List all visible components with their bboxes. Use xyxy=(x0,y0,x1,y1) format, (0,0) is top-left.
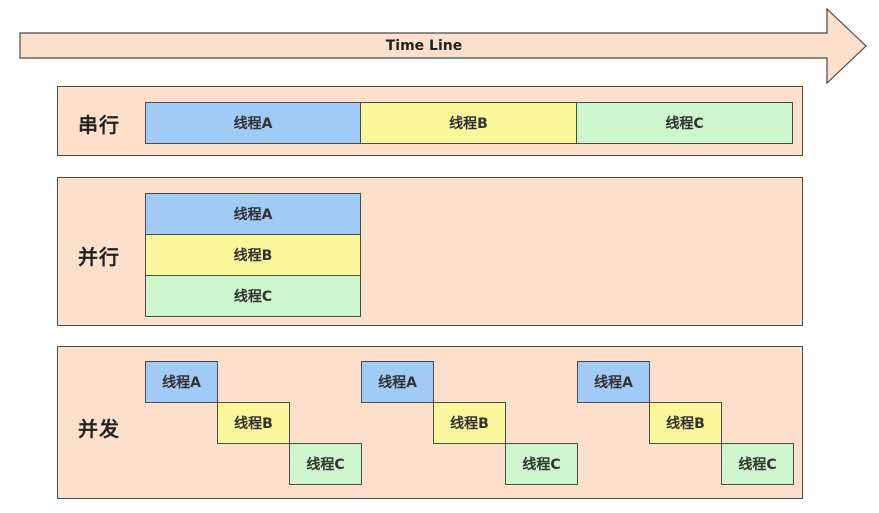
concurrent-g1-thread-c: 线程C xyxy=(289,443,362,485)
serial-thread-b: 线程B xyxy=(360,102,577,144)
concurrent-g2-thread-b: 线程B xyxy=(433,402,506,444)
serial-panel: 串行 线程A 线程B 线程C xyxy=(57,86,803,156)
concurrent-g2-thread-a: 线程A xyxy=(361,361,434,403)
concurrent-panel: 并发 线程A 线程B 线程C 线程A 线程B 线程C 线程A 线程B 线程C xyxy=(57,346,803,499)
parallel-thread-b: 线程B xyxy=(145,234,361,276)
concurrent-g3-thread-c: 线程C xyxy=(721,443,794,485)
parallel-thread-a: 线程A xyxy=(145,193,361,235)
parallel-panel: 并行 线程A 线程B 线程C xyxy=(57,177,803,326)
concurrent-g3-thread-b: 线程B xyxy=(649,402,722,444)
concurrent-g1-thread-a: 线程A xyxy=(145,361,218,403)
concurrent-g2-thread-c: 线程C xyxy=(505,443,578,485)
serial-label: 串行 xyxy=(78,113,120,137)
parallel-label: 并行 xyxy=(78,245,120,269)
concurrent-g1-thread-b: 线程B xyxy=(217,402,290,444)
serial-thread-a: 线程A xyxy=(145,102,361,144)
timeline-arrow xyxy=(19,7,867,85)
concurrent-g3-thread-a: 线程A xyxy=(577,361,650,403)
timeline-label: Time Line xyxy=(385,38,463,54)
concurrent-label: 并发 xyxy=(78,417,120,441)
parallel-thread-c: 线程C xyxy=(145,275,361,317)
serial-thread-c: 线程C xyxy=(576,102,793,144)
